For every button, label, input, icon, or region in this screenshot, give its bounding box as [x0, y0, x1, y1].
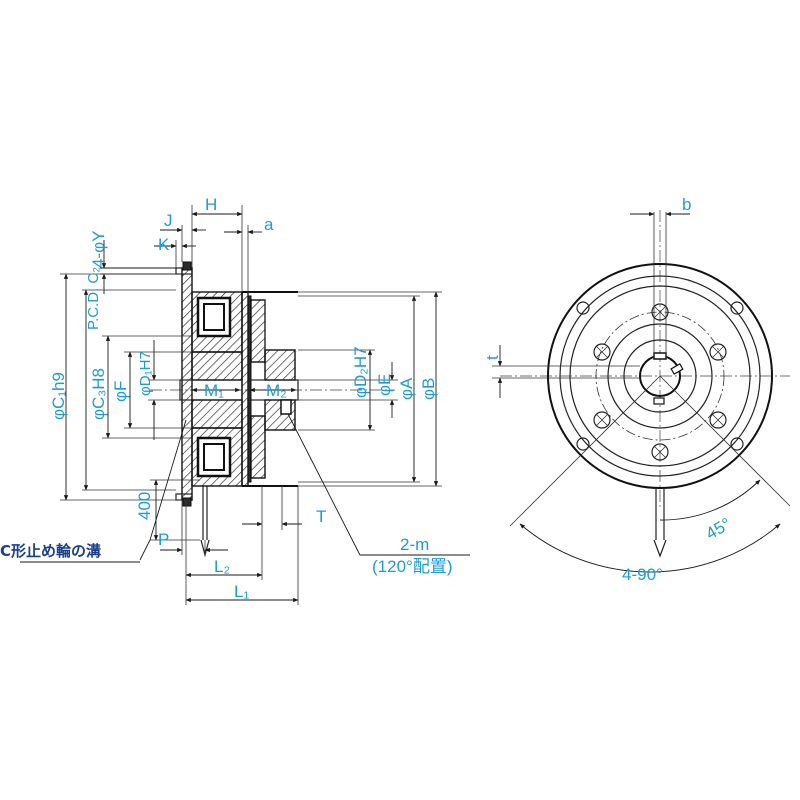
- label-a: a: [264, 215, 274, 234]
- label-L1: L₁: [234, 582, 249, 601]
- rotor-hub-upper: [191, 351, 243, 381]
- front-view: [492, 210, 791, 573]
- label-M2: M₂: [266, 381, 287, 400]
- armature-boss-upper: [264, 349, 296, 381]
- label-t: t: [483, 355, 502, 360]
- label-J: J: [164, 211, 173, 230]
- label-B: φB: [419, 378, 438, 400]
- label-L2: L₂: [214, 557, 230, 576]
- label-400: 400: [135, 492, 154, 520]
- label-A: φA: [397, 377, 416, 400]
- label-C1: φC₁h9: [49, 372, 68, 420]
- label-M1: M₁: [204, 381, 224, 400]
- armature-hub-lower: [250, 415, 266, 479]
- label-H: H: [205, 195, 217, 214]
- label-4-90: 4-90°: [622, 565, 663, 584]
- label-T: T: [316, 507, 326, 526]
- label-groove: C形止め輪の溝: [0, 542, 101, 560]
- label-D2: φD₂H7: [351, 346, 370, 398]
- section-view: [20, 205, 470, 605]
- screw-heads: [593, 303, 727, 461]
- label-pcd: P.C.D. C₂: [85, 267, 102, 330]
- label-C3: φC₃H8: [89, 368, 108, 420]
- label-K: K: [158, 235, 170, 254]
- label-Y: 4-φY: [89, 231, 108, 268]
- label-P: P: [158, 530, 169, 549]
- armature-hub-upper: [250, 299, 266, 363]
- label-F: φF: [111, 381, 130, 402]
- label-tap: 2-m: [400, 535, 429, 554]
- label-E: φE: [375, 374, 394, 396]
- label-tap-note: (120°配置): [372, 557, 452, 576]
- rotor-hub-lower: [191, 399, 243, 429]
- armature-plate: [241, 291, 249, 487]
- label-D1: φD₁H7: [137, 351, 154, 396]
- outer-flange-circle: [547, 263, 773, 489]
- label-b: b: [682, 195, 691, 214]
- label-45: 45°: [703, 514, 735, 543]
- flange-plate: [181, 267, 193, 501]
